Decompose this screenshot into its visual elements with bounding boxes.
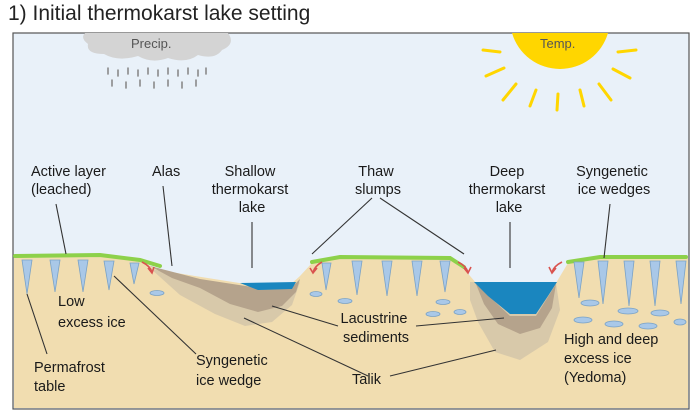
ice-wedges-right — [573, 260, 687, 307]
sun-icon — [512, 33, 608, 69]
label-shallow-lake: Shallow thermokarst lake — [212, 164, 293, 216]
label-deep-lake: Deep thermokarst lake — [469, 164, 550, 216]
leader-lines — [26, 185, 611, 377]
precip-label: Precip. — [131, 36, 171, 51]
ice-wedges-left — [21, 259, 140, 295]
diagram-title: 1) Initial thermokarst lake setting — [8, 2, 311, 25]
ice-wedges-middle — [321, 260, 451, 297]
lacustrine-sediment-deep — [476, 284, 556, 334]
label-permafrost-table: Permafrost table — [34, 360, 109, 395]
deep-lake-water — [474, 282, 557, 314]
label-lacustrine-sediments: Lacustrine sediments — [341, 311, 412, 346]
label-talik: Talik — [352, 372, 382, 388]
grass-right — [566, 255, 688, 264]
grass-left — [13, 252, 162, 268]
label-low-excess-ice: Low excess ice — [58, 294, 126, 331]
shallow-lake-water — [240, 282, 296, 290]
sun-rays — [481, 48, 638, 112]
slump-arrows — [141, 261, 563, 275]
label-thaw-slumps: Thaw slumps — [355, 164, 401, 198]
lacustrine-sediment-shallow — [150, 266, 300, 312]
temp-label: Temp. — [540, 36, 575, 51]
rain-drops — [107, 67, 207, 89]
precip-cloud — [83, 33, 231, 61]
label-syngenetic-ice-wedges: Syngenetic ice wedges — [576, 164, 652, 198]
ice-lenses — [149, 290, 687, 330]
label-active-layer: Active layer (leached) — [31, 164, 110, 198]
label-high-deep-excess-ice: High and deep excess ice (Yedoma) — [564, 332, 662, 386]
grass-middle — [310, 254, 466, 269]
label-syngenetic-ice-wedge: Syngenetic ice wedge — [196, 353, 272, 389]
label-alas: Alas — [152, 164, 180, 180]
